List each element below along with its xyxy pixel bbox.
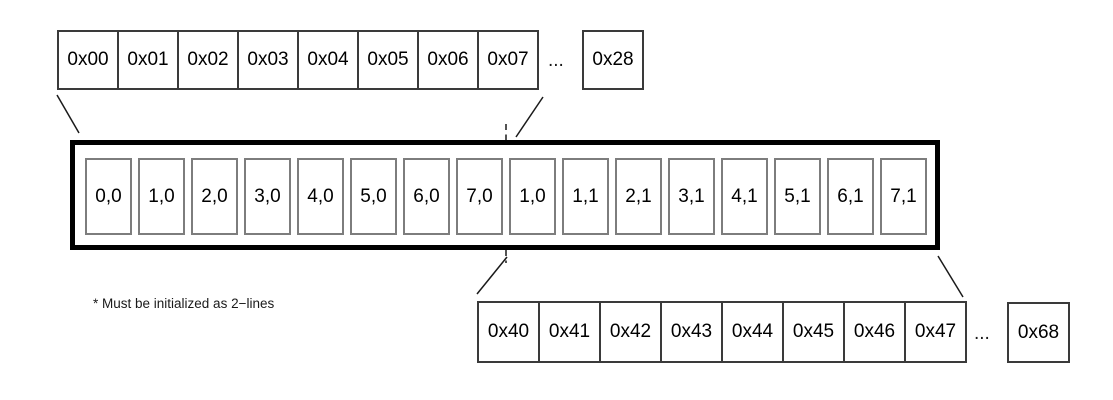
address-cell: 0x01 (117, 30, 179, 90)
address-cell: 0x46 (843, 301, 906, 363)
buffer-cell: 1,0 (138, 158, 185, 235)
address-cell: 0x02 (177, 30, 239, 90)
buffer-cell: 6,0 (403, 158, 450, 235)
buffer-cell: 1,0 (509, 158, 556, 235)
buffer-cell: 1,1 (562, 158, 609, 235)
address-cell: 0x05 (357, 30, 419, 90)
buffer-cell: 5,0 (350, 158, 397, 235)
buffer-cell: 3,0 (244, 158, 291, 235)
buffer-cell: 4,1 (721, 158, 768, 235)
address-cell: 0x44 (721, 301, 784, 363)
buffer-cell: 7,0 (456, 158, 503, 235)
display-buffer-box: 0,0 1,0 2,0 3,0 4,0 5,0 6,0 7,0 1,0 1,1 … (70, 140, 940, 250)
bottom-last-address-cell: 0x68 (1007, 302, 1070, 363)
buffer-cell: 6,1 (827, 158, 874, 235)
top-address-row: 0x00 0x01 0x02 0x03 0x04 0x05 0x06 0x07 (57, 30, 539, 90)
buffer-cell: 3,1 (668, 158, 715, 235)
address-cell: 0x07 (477, 30, 539, 90)
buffer-cell-list: 0,0 1,0 2,0 3,0 4,0 5,0 6,0 7,0 1,0 1,1 … (85, 158, 927, 235)
bottom-ellipsis: ... (974, 323, 990, 344)
bottom-address-row: 0x40 0x41 0x42 0x43 0x44 0x45 0x46 0x47 (477, 301, 967, 363)
connector-bottom-right-line (937, 255, 964, 298)
address-cell: 0x47 (904, 301, 967, 363)
address-cell: 0x42 (599, 301, 662, 363)
buffer-cell: 7,1 (880, 158, 927, 235)
buffer-cell: 0,0 (85, 158, 132, 235)
buffer-cell: 2,0 (191, 158, 238, 235)
buffer-cell: 5,1 (774, 158, 821, 235)
connector-top-right-line (515, 96, 544, 138)
address-cell: 0x06 (417, 30, 479, 90)
buffer-cell: 4,0 (297, 158, 344, 235)
address-cell: 0x43 (660, 301, 723, 363)
footnote: * Must be initialized as 2−lines (93, 296, 275, 311)
top-ellipsis: ... (548, 50, 564, 71)
buffer-cell: 2,1 (615, 158, 662, 235)
address-cell: 0x40 (477, 301, 540, 363)
address-cell: 0x41 (538, 301, 601, 363)
address-cell: 0x03 (237, 30, 299, 90)
top-last-address-cell: 0x28 (582, 30, 644, 90)
connector-bottom-left-line (476, 256, 508, 295)
connector-top-left-line (56, 94, 80, 134)
address-cell: 0x45 (782, 301, 845, 363)
address-cell: 0x04 (297, 30, 359, 90)
address-cell: 0x00 (57, 30, 119, 90)
